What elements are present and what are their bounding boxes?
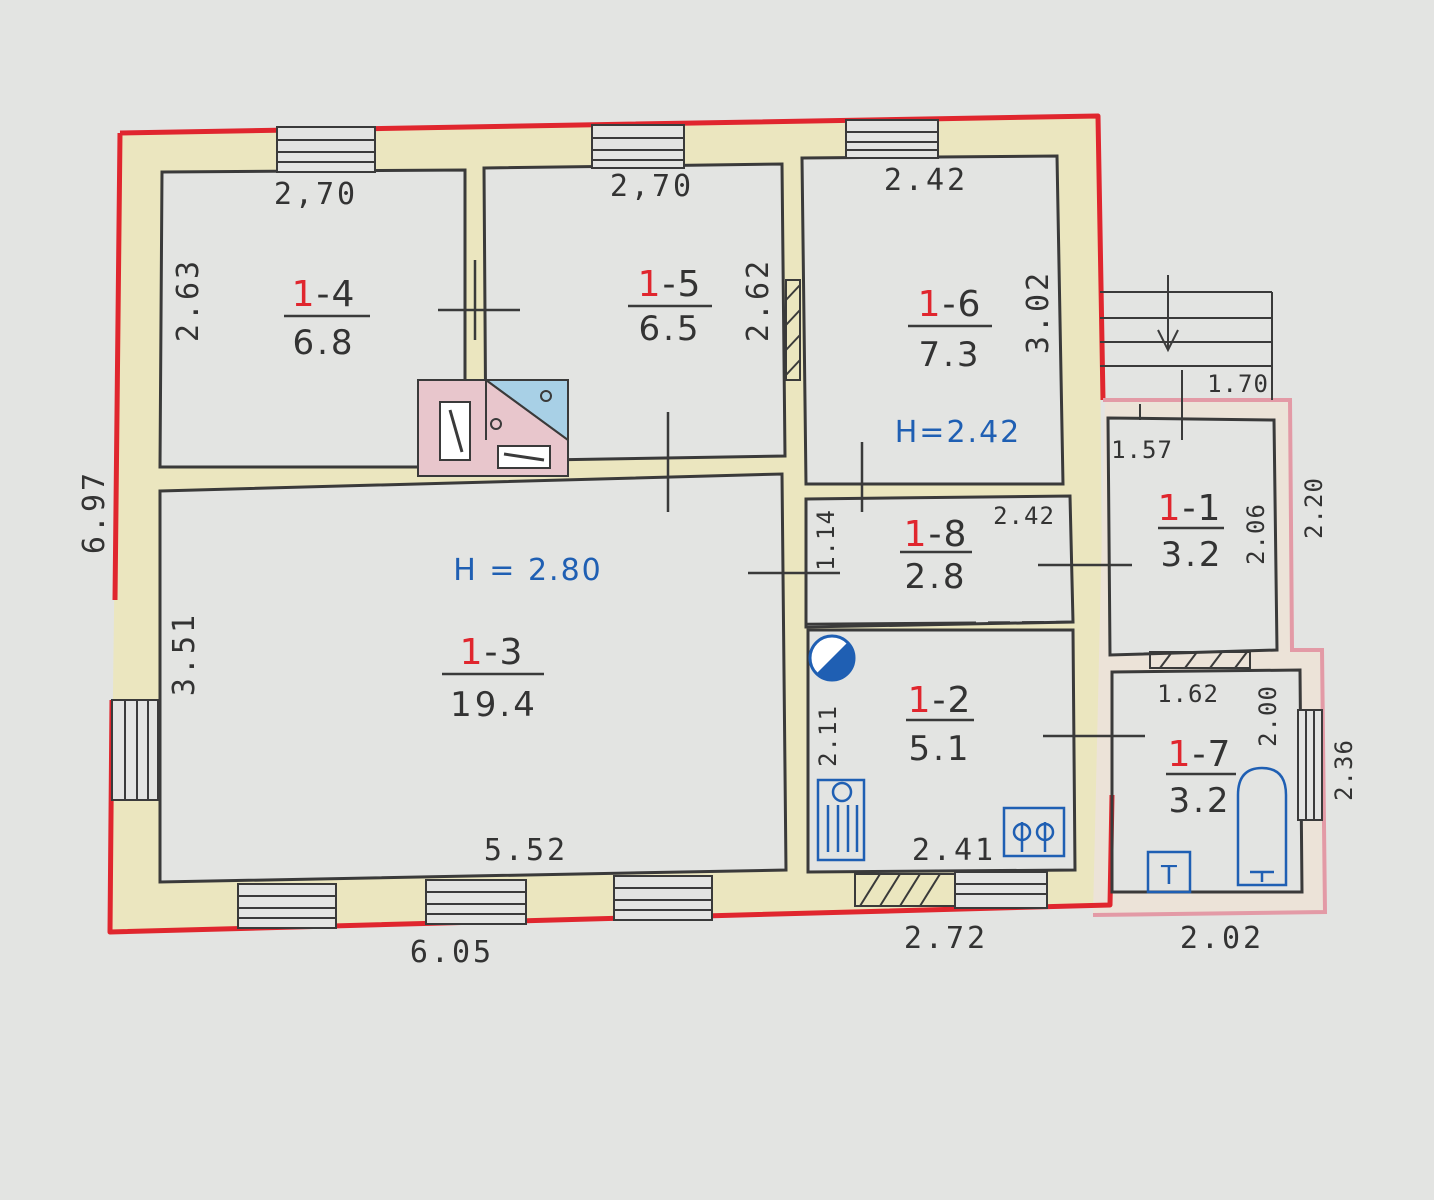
dim-annex-bottom: 2.02 <box>1180 921 1264 956</box>
dim-r16-side: 3.02 <box>1021 270 1056 354</box>
room-id-suffix: -4 <box>317 274 357 315</box>
room-id-suffix: -2 <box>933 680 973 721</box>
room-area: 3.2 <box>1160 535 1223 575</box>
room-area: 6.8 <box>292 323 355 363</box>
room-labels: 1-4 6.8 1-5 6.5 1-6 7.3 1-3 19.4 <box>284 264 1236 821</box>
height-main: H = 2.80 <box>453 553 603 588</box>
boiler-icon <box>808 634 856 682</box>
room-label-1-2: 1-2 5.1 <box>906 680 974 769</box>
dim-porch-width: 1.70 <box>1207 370 1269 398</box>
window-bottom-2 <box>425 879 527 925</box>
dim-r14-top: 2,70 <box>274 177 358 212</box>
room-area: 6.5 <box>638 309 701 349</box>
window-top-3 <box>845 119 939 159</box>
dim-r14-side: 2.63 <box>171 258 206 342</box>
dim-r16-top: 2.42 <box>884 163 968 198</box>
room-id-prefix: 1 <box>1158 488 1183 529</box>
room-id-prefix: 1 <box>638 264 663 305</box>
room-label-1-6: 1-6 7.3 <box>908 284 992 375</box>
room-label-1-8: 1-8 2.8 <box>900 514 972 597</box>
svg-text:1-4: 1-4 <box>292 274 357 315</box>
toilet-letter: T <box>1160 861 1177 891</box>
room-1-7-outline <box>1110 668 1304 894</box>
hatched-walls <box>785 279 1251 907</box>
dim-r15-top: 2,70 <box>610 169 694 204</box>
toilet-icon: T <box>1146 850 1192 894</box>
svg-text:1-8: 1-8 <box>904 514 969 555</box>
room-id-suffix: -8 <box>929 514 969 555</box>
room-area: 5.1 <box>908 729 971 769</box>
dim-r17-side: 2.00 <box>1254 685 1282 747</box>
room-id-prefix: 1 <box>292 274 317 315</box>
dim-r11-outer: 2.20 <box>1300 477 1328 539</box>
room-id-suffix: -7 <box>1193 734 1233 775</box>
svg-text:1-5: 1-5 <box>638 264 703 305</box>
window-bottom-1 <box>237 883 337 929</box>
room-id-prefix: 1 <box>908 680 933 721</box>
dim-r15-side: 2.62 <box>741 258 776 342</box>
door-marks <box>438 260 1145 738</box>
svg-text:1-3: 1-3 <box>460 632 525 673</box>
room-area: 7.3 <box>918 335 981 375</box>
height-room-1-6: H=2.42 <box>895 415 1022 450</box>
dim-r11-top: 1.57 <box>1111 436 1173 464</box>
room-area: 3.2 <box>1168 781 1231 821</box>
dim-r11-side: 2.06 <box>1242 503 1270 565</box>
room-id-prefix: 1 <box>904 514 929 555</box>
svg-text:1-7: 1-7 <box>1168 734 1233 775</box>
room-id-suffix: -3 <box>485 632 525 673</box>
window-bottom-3 <box>613 875 713 921</box>
room-label-1-1: 1-1 3.2 <box>1158 488 1224 575</box>
room-id-prefix: 1 <box>1168 734 1193 775</box>
window-annex-right <box>1297 709 1323 821</box>
room-label-1-4: 1-4 6.8 <box>284 274 370 363</box>
windows <box>111 119 1323 929</box>
window-left <box>111 699 159 801</box>
bathtub-icon <box>1236 766 1288 887</box>
porch-steps <box>1100 275 1273 440</box>
stove <box>417 379 569 477</box>
room-id-suffix: -1 <box>1183 488 1223 529</box>
dim-r13-bottom: 5.52 <box>484 833 568 868</box>
svg-text:1-1: 1-1 <box>1158 488 1223 529</box>
room-label-1-3: 1-3 19.4 <box>442 632 544 725</box>
room-id-suffix: -6 <box>943 284 983 325</box>
dim-r18-top: 2.42 <box>993 502 1055 530</box>
dim-r12-side: 2.11 <box>814 705 842 767</box>
dimensions: 2,70 2,70 2.42 2.63 2.62 3.02 6.97 3.51 … <box>77 163 1358 970</box>
water-heater-icon <box>816 778 866 862</box>
room-id-prefix: 1 <box>918 284 943 325</box>
room-1-3-outline <box>158 472 788 884</box>
room-1-1-outline <box>1106 416 1279 657</box>
room-1-2-outline <box>806 628 1077 874</box>
svg-text:1-2: 1-2 <box>908 680 973 721</box>
room-id-prefix: 1 <box>460 632 485 673</box>
dim-r13-side: 3.51 <box>167 612 202 696</box>
dim-section-bottom: 2.72 <box>904 921 988 956</box>
room-1-6-outline <box>800 154 1065 486</box>
dim-facade-bottom: 6.05 <box>410 935 494 970</box>
dim-r12-bottom: 2.41 <box>912 833 996 868</box>
room-id-suffix: -5 <box>663 264 703 305</box>
dim-r18-side: 1.14 <box>812 509 840 571</box>
window-bottom-4 <box>954 871 1048 909</box>
room-area: 19.4 <box>450 685 538 725</box>
svg-text:1-6: 1-6 <box>918 284 983 325</box>
dim-r17-outer: 2.36 <box>1330 739 1358 801</box>
dim-overall-left: 6.97 <box>77 470 112 554</box>
window-top-2 <box>591 124 685 169</box>
annex-walls <box>1093 400 1325 915</box>
window-top-1 <box>276 126 376 173</box>
dashed-partition <box>805 620 1074 626</box>
room-label-1-5: 1-5 6.5 <box>628 264 712 349</box>
room-outlines <box>158 154 1304 894</box>
gas-stove-icon <box>1002 806 1066 858</box>
dim-r17-top: 1.62 <box>1157 680 1219 708</box>
annex-outline <box>1092 398 1328 917</box>
room-area: 2.8 <box>904 557 967 597</box>
room-label-1-7: 1-7 3.2 <box>1166 734 1236 821</box>
